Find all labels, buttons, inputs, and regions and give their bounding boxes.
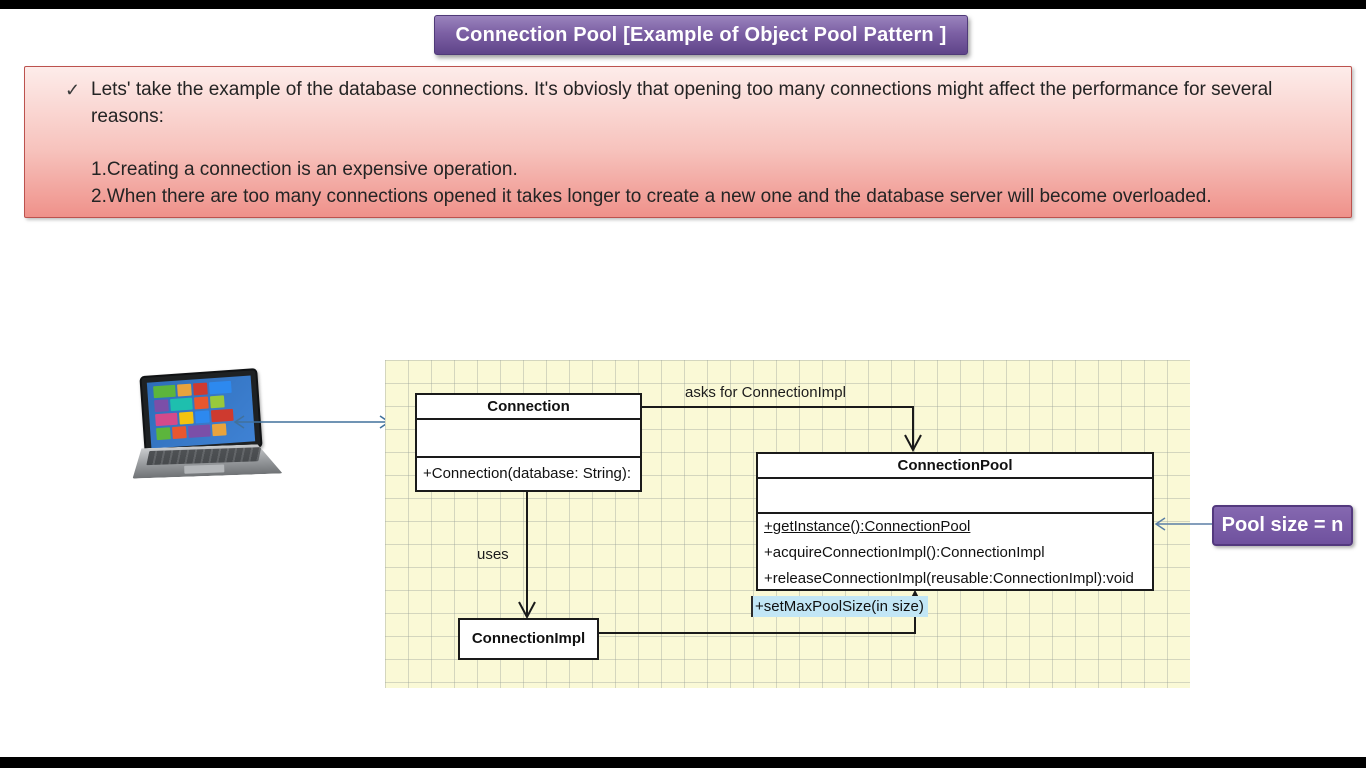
class-connectionimpl: ConnectionImpl bbox=[458, 618, 599, 660]
class-connectionpool-name: ConnectionPool bbox=[758, 454, 1152, 479]
laptop-touchpad bbox=[184, 464, 224, 473]
checkmark-bullet-icon: ✓ bbox=[65, 80, 81, 100]
note-item-1: 1.Creating a connection is an expensive … bbox=[91, 159, 518, 180]
class-connection-method: +Connection(database: String): bbox=[423, 465, 632, 482]
class-connection: Connection +Connection(database: String)… bbox=[415, 393, 642, 492]
pool-size-arrow bbox=[1154, 517, 1212, 531]
client-connection-arrow bbox=[233, 415, 391, 429]
class-connectionpool-method-getinstance: +getInstance():ConnectionPool bbox=[764, 518, 971, 535]
note-box: ✓ Lets' take the example of the database… bbox=[24, 66, 1352, 218]
letterbox-top bbox=[0, 0, 1366, 9]
note-item-2: 2.When there are too many connections op… bbox=[91, 186, 1212, 207]
slide-title-banner: Connection Pool [Example of Object Pool … bbox=[434, 15, 968, 55]
uml-diagram-canvas: Connection +Connection(database: String)… bbox=[385, 360, 1190, 688]
laptop-keys bbox=[146, 447, 261, 465]
edge-label-asks: asks for ConnectionImpl bbox=[685, 384, 846, 401]
note-intro-text: Lets' take the example of the database c… bbox=[91, 79, 1273, 127]
class-connectionpool-method-release: +releaseConnectionImpl(reusable:Connecti… bbox=[764, 570, 1134, 587]
highlighted-method-setmaxpoolsize: +setMaxPoolSize(in size) bbox=[751, 596, 928, 617]
class-connectionpool-attributes bbox=[758, 479, 1152, 514]
class-connectionimpl-name: ConnectionImpl bbox=[471, 630, 586, 647]
class-connectionpool: ConnectionPool +getInstance():Connection… bbox=[756, 452, 1154, 591]
laptop-keyboard bbox=[132, 443, 283, 478]
class-connection-attributes bbox=[417, 420, 640, 458]
class-connectionpool-method-acquire: +acquireConnectionImpl():ConnectionImpl bbox=[764, 544, 1045, 561]
edge-label-uses: uses bbox=[477, 546, 509, 563]
letterbox-bottom bbox=[0, 757, 1366, 768]
pool-size-callout: Pool size = n bbox=[1212, 505, 1353, 546]
class-connection-name: Connection bbox=[417, 395, 640, 420]
